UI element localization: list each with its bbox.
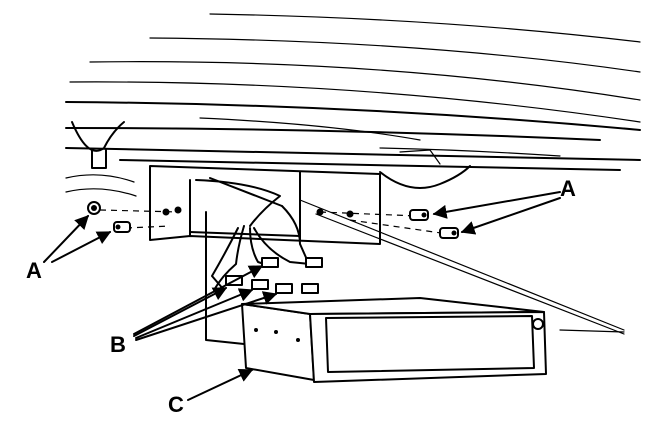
callout-a-right: A (560, 176, 576, 201)
unit-front-face (309, 311, 547, 383)
callout-labels: A A B C (26, 176, 576, 417)
connector-icon (251, 279, 269, 290)
bolts (87, 201, 459, 239)
leader-arrows (43, 191, 625, 401)
control-unit (241, 297, 547, 383)
unit-side-face (241, 303, 315, 381)
arrow-icon (135, 291, 278, 341)
alignment-lines (99, 209, 449, 235)
arrow-icon (51, 231, 112, 263)
connector-icon (301, 283, 319, 294)
bolt-icon (439, 227, 459, 239)
connector-icon (261, 257, 279, 268)
unit-screw (532, 318, 544, 330)
bolt-icon (409, 209, 429, 221)
arrow-icon (187, 369, 254, 401)
connector-icon (275, 283, 293, 294)
connector-icon (305, 257, 323, 268)
callout-a-left: A (26, 258, 42, 283)
arrow-icon (133, 265, 264, 335)
bolt-hole (346, 210, 354, 218)
callout-c: C (168, 392, 184, 417)
vehicle-underbody (65, 13, 641, 197)
callout-b: B (110, 332, 126, 357)
arrow-icon (460, 197, 561, 235)
arrow-icon (432, 191, 561, 219)
mounting-bracket (149, 165, 381, 245)
bolt-icon (113, 221, 131, 233)
arrow-icon (135, 288, 254, 339)
arrow-icon (133, 287, 228, 337)
bolt-icon (87, 201, 101, 215)
wiring-harness (205, 205, 311, 345)
connectors (225, 257, 323, 294)
arrow-icon (43, 214, 89, 263)
